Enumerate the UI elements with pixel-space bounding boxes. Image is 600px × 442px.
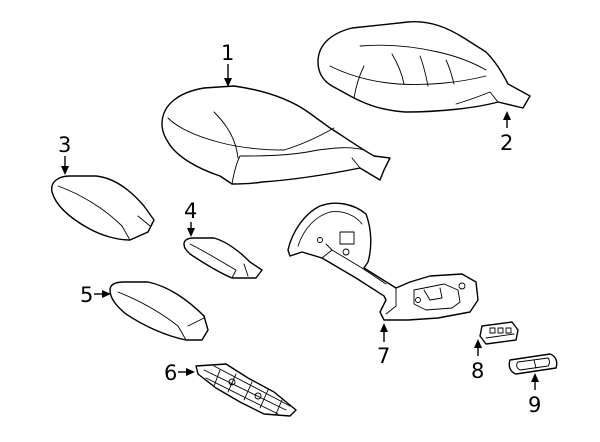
callout-7-label: 7 [377, 344, 390, 368]
part-2-seat-cushion [317, 21, 531, 113]
callout-4: 4 [184, 199, 197, 237]
callout-9: 9 [528, 373, 541, 417]
arrow-4-icon [187, 228, 195, 237]
callout-8: 8 [471, 339, 484, 383]
arrow-9-icon [531, 373, 539, 382]
part-8-bracket [479, 321, 519, 345]
part-4-small-pad [183, 237, 263, 279]
part-5-bolster-pad [109, 281, 209, 341]
callout-7: 7 [377, 323, 390, 368]
part-1-seat-cover [161, 85, 391, 185]
callout-2: 2 [500, 111, 513, 155]
callout-3: 3 [58, 133, 71, 175]
callout-1-label: 1 [221, 41, 234, 65]
part-9-bezel [508, 353, 558, 375]
arrow-5-icon [102, 290, 111, 298]
callout-4-label: 4 [184, 199, 197, 223]
callout-1: 1 [221, 41, 234, 87]
arrow-1-icon [224, 78, 232, 87]
part-7-seat-frame [287, 202, 479, 321]
callout-8-label: 8 [471, 359, 484, 383]
callout-5-label: 5 [80, 283, 93, 307]
callout-2-label: 2 [500, 131, 513, 155]
part-3-cushion-pad [51, 175, 155, 241]
arrow-2-icon [503, 111, 511, 120]
callout-9-label: 9 [528, 393, 541, 417]
callout-6: 6 [164, 361, 195, 385]
arrow-6-icon [186, 368, 195, 376]
arrow-8-icon [474, 339, 482, 348]
callout-3-label: 3 [58, 133, 71, 157]
callout-5: 5 [80, 283, 111, 307]
arrow-7-icon [380, 323, 388, 332]
callout-6-label: 6 [164, 361, 177, 385]
part-6-seat-mat [195, 363, 297, 417]
arrow-3-icon [61, 166, 69, 175]
